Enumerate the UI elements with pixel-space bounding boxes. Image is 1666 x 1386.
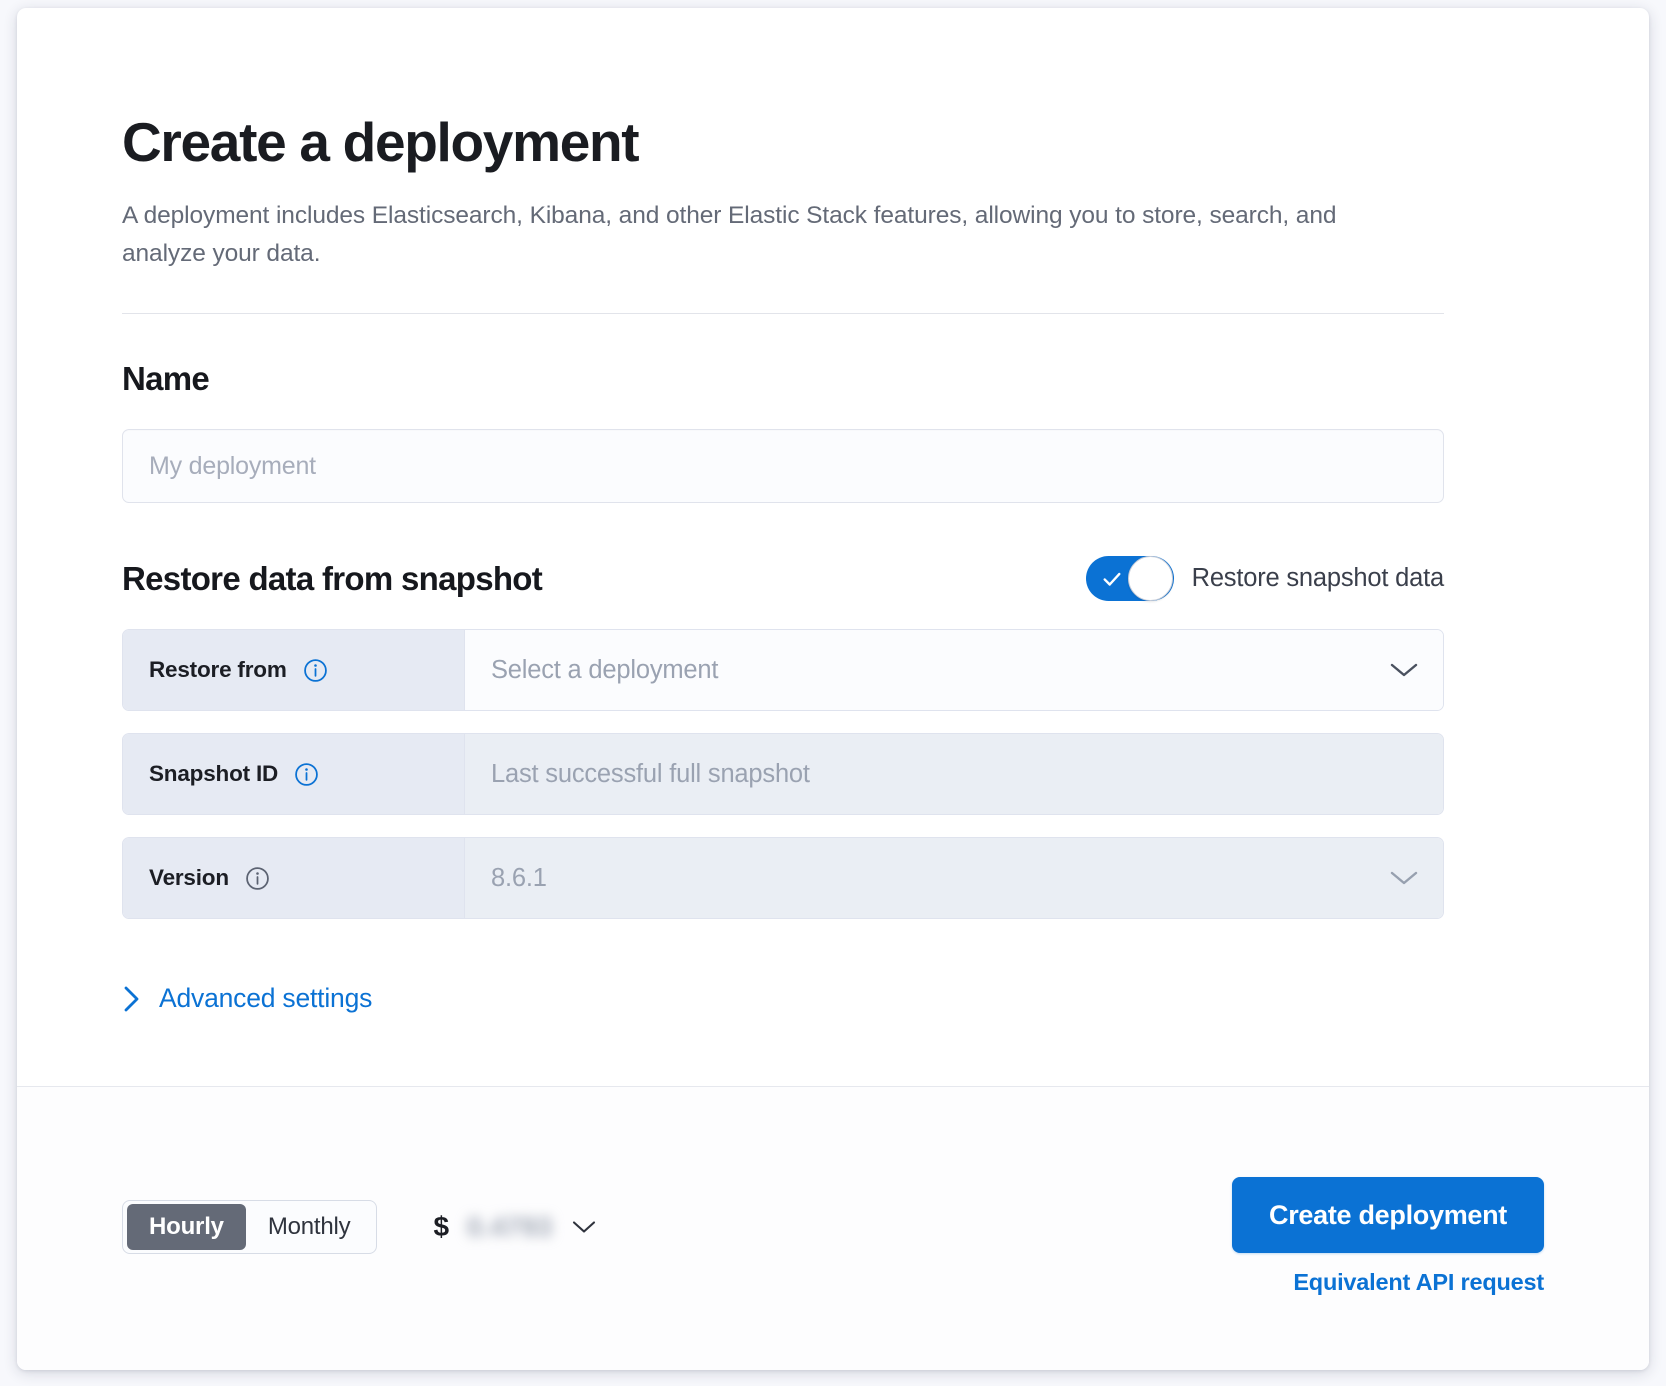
page-title: Create a deployment xyxy=(122,111,640,173)
info-circle-icon[interactable] xyxy=(303,658,328,683)
info-circle-icon[interactable] xyxy=(245,866,270,891)
version-select[interactable]: 8.6.1 xyxy=(465,838,1443,919)
version-label-cell: Version xyxy=(123,838,465,919)
restore-from-value: Select a deployment xyxy=(491,655,719,684)
restore-section-header: Restore data from snapshot Restore snaps… xyxy=(122,556,1445,602)
restore-toggle-label: Restore snapshot data xyxy=(1191,564,1445,593)
billing-option-monthly[interactable]: Monthly xyxy=(267,1213,351,1240)
chevron-down-icon[interactable] xyxy=(571,1219,597,1235)
snapshot-id-row: Snapshot ID Last successful full snapsho… xyxy=(122,733,1444,816)
restore-section-title: Restore data from snapshot xyxy=(122,559,543,597)
snapshot-id-label: Snapshot ID xyxy=(149,761,279,787)
modal-footer: Hourly Monthly $ 0.4793 Create deploymen… xyxy=(17,1086,1649,1370)
footer-left-group: Hourly Monthly $ 0.4793 xyxy=(122,1200,597,1254)
page-description: A deployment includes Elasticsearch, Kib… xyxy=(122,202,1337,268)
restore-from-label: Restore from xyxy=(149,657,287,683)
modal-body: Create a deployment A deployment include… xyxy=(17,8,1649,1086)
deployment-name-input[interactable]: My deployment xyxy=(122,429,1444,504)
name-section: Name My deployment xyxy=(122,360,1444,504)
chevron-down-icon xyxy=(1390,872,1418,885)
billing-option-hourly[interactable]: Hourly xyxy=(127,1204,246,1250)
billing-period-toggle[interactable]: Hourly Monthly xyxy=(122,1200,378,1254)
create-deployment-button[interactable]: Create deployment xyxy=(1232,1177,1544,1253)
advanced-settings-label: Advanced settings xyxy=(159,983,373,1014)
footer-right-group: Create deployment Equivalent API request xyxy=(1232,1177,1544,1296)
restore-snapshot-toggle[interactable] xyxy=(1085,556,1174,602)
chevron-right-icon xyxy=(124,986,139,1012)
restore-from-row: Restore from Select a deployment xyxy=(122,629,1444,712)
deployment-name-placeholder: My deployment xyxy=(149,451,316,480)
create-deployment-modal: Create a deployment A deployment include… xyxy=(17,8,1649,1370)
toggle-knob xyxy=(1127,556,1173,602)
content-column: Create a deployment A deployment include… xyxy=(122,113,1444,1018)
restore-from-select[interactable]: Select a deployment xyxy=(465,630,1443,711)
chevron-down-icon xyxy=(1390,664,1418,677)
snapshot-id-input[interactable]: Last successful full snapshot xyxy=(465,734,1443,815)
check-icon xyxy=(1103,572,1121,586)
advanced-settings-toggle[interactable]: Advanced settings xyxy=(122,983,372,1014)
snapshot-id-value: Last successful full snapshot xyxy=(491,759,810,788)
header-divider xyxy=(122,313,1444,315)
price-display[interactable]: $ 0.4793 xyxy=(433,1211,596,1243)
info-circle-icon[interactable] xyxy=(294,762,319,787)
version-value: 8.6.1 xyxy=(491,863,547,892)
equivalent-api-request-link[interactable]: Equivalent API request xyxy=(1293,1269,1544,1295)
version-row: Version 8.6.1 xyxy=(122,837,1444,920)
restore-from-label-cell: Restore from xyxy=(123,630,465,711)
price-amount: 0.4793 xyxy=(467,1211,553,1242)
name-section-title: Name xyxy=(122,360,210,398)
price-currency-symbol: $ xyxy=(433,1211,450,1242)
restore-toggle-group[interactable]: Restore snapshot data xyxy=(1085,556,1445,602)
version-label: Version xyxy=(149,865,229,891)
snapshot-id-label-cell: Snapshot ID xyxy=(123,734,465,815)
